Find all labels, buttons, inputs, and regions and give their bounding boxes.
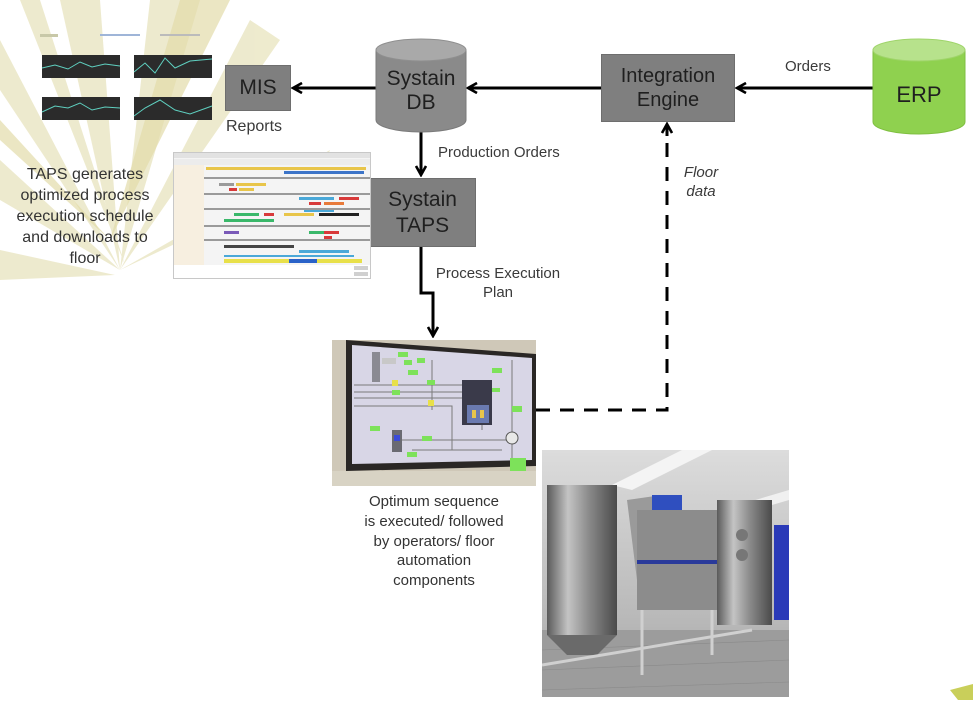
arrow-taps-to-monitor bbox=[419, 246, 433, 336]
report-chart-2 bbox=[133, 55, 213, 78]
reports-label: Reports bbox=[226, 118, 283, 135]
integration-engine-box: Integration Engine bbox=[601, 54, 735, 122]
corner-leaf-icon bbox=[950, 684, 973, 700]
taps-schedule-screenshot bbox=[173, 152, 371, 279]
mis-box: MIS bbox=[225, 65, 291, 111]
process-execution-plan-label: Process Execution Plan bbox=[435, 265, 561, 301]
report-chart-3 bbox=[41, 97, 121, 120]
floor-data-label: Floor data bbox=[683, 164, 719, 200]
systain-db-label: Systain DB bbox=[386, 66, 456, 114]
reports-thumbnail bbox=[30, 28, 220, 128]
production-orders-label: Production Orders bbox=[438, 144, 560, 161]
operators-caption: Optimum sequence is executed/ followed b… bbox=[364, 493, 504, 590]
taps-caption: TAPS generates optimized process executi… bbox=[16, 166, 154, 268]
systain-db-cylinder-icon bbox=[375, 38, 467, 133]
erp-label: ERP bbox=[896, 82, 942, 108]
dashed-floor-data-line bbox=[536, 128, 669, 412]
plant-equipment-photo bbox=[542, 450, 789, 697]
report-chart-1 bbox=[41, 55, 121, 78]
orders-label: Orders bbox=[785, 58, 831, 75]
erp-cylinder-icon bbox=[872, 38, 966, 135]
systain-taps-box: Systain TAPS bbox=[369, 178, 476, 247]
hmi-monitor-photo bbox=[332, 340, 536, 486]
report-chart-4 bbox=[133, 97, 213, 120]
mis-label: MIS bbox=[239, 76, 277, 100]
